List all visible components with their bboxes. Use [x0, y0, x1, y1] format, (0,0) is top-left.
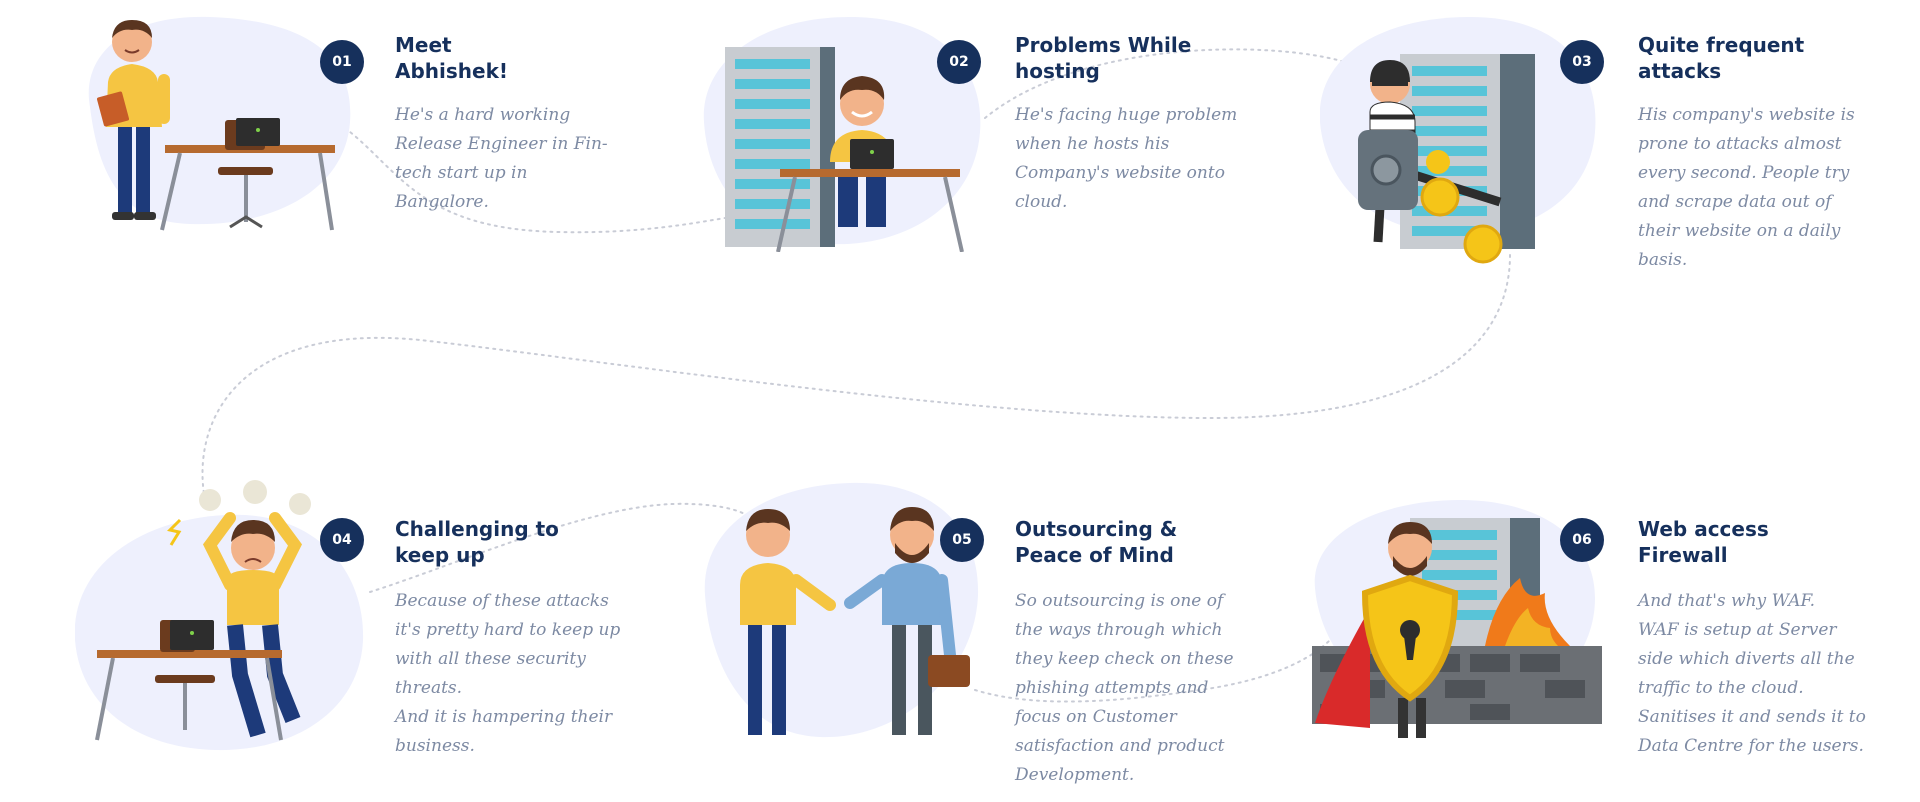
- step-description: He's a hard working Release Engineer in …: [395, 105, 608, 212]
- step-description: Because of these attacks it's pretty har…: [395, 591, 621, 756]
- step-title: Meet Abhishek!: [395, 33, 509, 83]
- step-title: Problems While hosting: [1015, 33, 1192, 83]
- man-at-desk-with-server-rack-illustration: [703, 17, 981, 252]
- step-description: So outsourcing is one of the ways throug…: [1015, 591, 1234, 785]
- step-number-badge: 05: [940, 518, 984, 562]
- step-title: Outsourcing & Peace of Mind: [1015, 517, 1178, 567]
- man-at-desk-holding-book-illustration: [88, 16, 351, 231]
- step-number-badge: 04: [320, 518, 364, 562]
- step-title: Web access Firewall: [1638, 517, 1769, 567]
- man-with-shield-firewall-illustration: [1312, 500, 1602, 738]
- stressed-man-at-desk-illustration: [75, 480, 364, 751]
- step-description: His company's website is prone to attack…: [1638, 105, 1855, 270]
- handshake-with-businessman-illustration: [704, 482, 979, 738]
- step-number-badge: 06: [1560, 518, 1604, 562]
- step-number-badge: 03: [1560, 40, 1604, 84]
- step-description: He's facing huge problem when he hosts h…: [1015, 105, 1238, 212]
- step-number-badge: 01: [320, 40, 364, 84]
- step-number-badge: 02: [937, 40, 981, 84]
- step-description: And that's why WAF. WAF is setup at Serv…: [1638, 591, 1866, 756]
- thief-with-safe-and-coins-illustration: [1320, 17, 1596, 264]
- step-title: Challenging to keep up: [395, 517, 559, 567]
- step-title: Quite frequent attacks: [1638, 33, 1805, 83]
